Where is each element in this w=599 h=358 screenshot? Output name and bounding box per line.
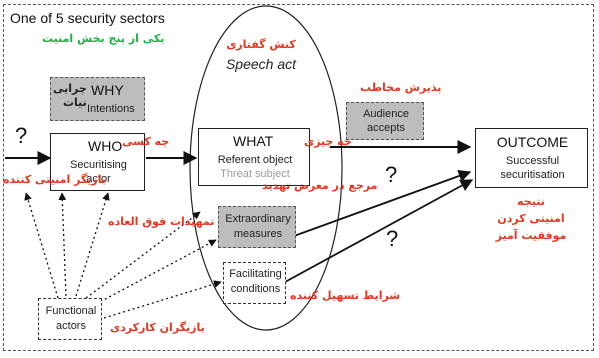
speech-act-fa: کنش گفتاری [226,38,296,51]
question-mark-left: ? [15,123,28,148]
outcome-fa-3: موفقیت آمیز [495,229,567,242]
audience-line2: accepts [367,122,405,134]
why-title: WHY [91,82,124,98]
audience-fa: پذیرش مخاطب [360,81,442,94]
why-subtitle: Intentions [87,103,135,115]
facilitating-line2: conditions [230,283,281,295]
dotted-arrow-to-who-4 [85,211,201,299]
outcome-box: OUTCOME Successful securitisation [475,128,588,188]
extraordinary-line1: Extraordinary [225,213,291,225]
question-mark-low: ? [386,226,399,251]
dotted-arrow-to-who-2 [58,192,67,297]
what-box: WHAT Referent object Threat subject [198,128,310,186]
sector-title-fa: یکی از پنج بخش امنیت [42,32,165,45]
facilitating-box: Facilitating conditions [223,262,286,304]
question-mark-mid: ? [385,162,398,187]
outcome-title: OUTCOME [496,134,569,150]
dotted-arrow-to-who-3 [75,192,110,297]
audience-box: Audience accepts [346,102,424,140]
functional-fa: بازیگران کارکردی [110,321,205,334]
arrow-measures-to-outcome [293,169,472,237]
what-fa: چه چیزی [304,135,352,148]
facilitating-line1: Facilitating [229,268,282,280]
why-fa: چرایی نیات [53,82,87,109]
who-fa-under: بازیگر امنیتی کننده [3,173,107,186]
arrow-conditions-to-outcome [284,179,474,283]
functional-actors-box: Functional actors [38,298,102,340]
why-box: چرایی نیات WHY Intentions [50,77,145,121]
who-box: WHO Securitising actor [50,133,145,191]
what-line2: Threat subject [220,168,290,180]
who-fa: چه کسی [122,135,170,148]
what-fa-under: مرجع در معرض تهدید [262,179,378,192]
what-line1: Referent object [217,154,293,166]
outcome-line1: Successful [505,155,560,167]
functional-line2: actors [56,320,86,332]
extraordinary-line2: measures [233,228,283,240]
who-title: WHO [88,138,123,154]
sector-title: One of 5 security sectors [10,10,165,26]
extraordinary-box: Extraordinary measures [218,206,296,248]
who-line1: Securitising [70,159,127,171]
sector-frame [3,4,594,351]
speech-act-label: Speech act [225,56,297,72]
who-line2: actor [86,173,111,185]
functional-line1: Functional [45,305,97,317]
audience-line1: Audience [363,108,409,120]
what-title: WHAT [233,133,274,149]
speech-act-ellipse [189,5,343,331]
facilitating-fa: شرایط تسهیل کننده [290,289,401,302]
dotted-arrow-to-who-1 [24,192,59,299]
extraordinary-fa: تمهیدات فوق العاده [108,215,215,228]
outcome-fa-2: امنیتی کردن [497,212,565,225]
dotted-arrow-to-conditions [103,280,222,319]
outcome-fa-1: نتیجه [517,195,545,208]
dotted-arrow-to-measures [95,239,217,305]
outcome-line2: securitisation [500,169,565,181]
